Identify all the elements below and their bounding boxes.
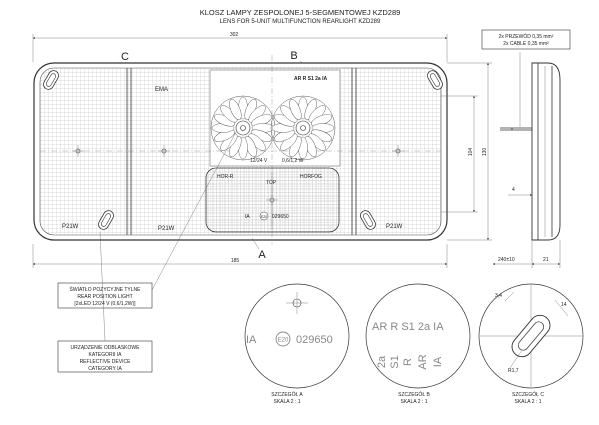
screw-marker-right (392, 145, 404, 157)
label-fog: HORFOG (300, 174, 322, 180)
detail-c: 3,4 14 R1,7 (478, 283, 584, 389)
detail-a-label-2: SKALA 2 : 1 (274, 399, 301, 405)
dim-lower-width: 185 (231, 258, 240, 264)
dim-wall: 4 (512, 187, 515, 193)
led-reflector-right (270, 95, 336, 161)
dim-overall-width: 302 (230, 32, 239, 38)
title-line-1: KLOSZ LAMPY ZESPOLONEJ 5-SEGMENTOWEJ KZD… (200, 8, 401, 17)
callout-reflector-line-1: URZĄDZENIE ODBLASKOWE (71, 345, 141, 351)
cable-note-line-2: 2x CABLE 0,35 mm² (503, 41, 549, 47)
screw-marker-bottom-center (266, 194, 278, 206)
detail-b-line-1: AR R S1 2a IA (372, 321, 444, 333)
cable-note-line-1: 2x PRZEWÓD 0,35 mm² (499, 33, 554, 40)
detail-b-col-5: IA (432, 356, 444, 367)
title-line-2: LENS FOR 5-UNIT MULTIFUNCTION REARLIGHT … (220, 19, 381, 25)
detail-a-ia: IA (246, 334, 257, 346)
label-top: TOP (266, 180, 277, 186)
section-letter-b: B (290, 50, 297, 62)
detail-a-e-mark: E20 (278, 338, 289, 344)
label-bulb-center: P21W (158, 226, 175, 232)
label-power: 0,6/1,2 W (282, 158, 304, 164)
detail-b-label-2: SKALA 2 : 1 (401, 399, 428, 405)
label-ia: IA (245, 214, 250, 220)
label-bulb-right: P21W (386, 224, 403, 230)
section-letter-a: A (258, 249, 266, 261)
label-marking-top: AR R S1 2a IA (294, 76, 327, 82)
detail-b-col-3: R (402, 358, 414, 366)
dim-cable-length: 240±10 (498, 257, 515, 263)
detail-c-dim-2: 14 (561, 302, 567, 308)
screw-marker-center-left (158, 145, 170, 157)
mount-slot-top-right (427, 70, 443, 90)
label-voltage: 12/24 V (250, 158, 268, 164)
detail-b-col-1: 2a (376, 355, 388, 368)
e-mark-circle (259, 211, 269, 221)
leader-a (251, 237, 260, 250)
detail-c-label-1: SZCZEGÓŁ C (512, 391, 544, 398)
mount-slot-bottom-right (360, 210, 376, 230)
label-ema: EMA (155, 87, 168, 93)
dim-height-inner: 104 (468, 148, 474, 157)
mount-slot-bottom-left (98, 210, 114, 230)
mount-slot-top-left (43, 70, 59, 90)
dim-height-outer: 130 (482, 148, 488, 157)
cable-note-box (481, 29, 571, 50)
dim-depth: 21 (543, 257, 549, 263)
callout-reflector-line-2: KATEGORII IA (89, 352, 123, 358)
side-view (500, 62, 561, 241)
detail-b-col-4: AR (417, 354, 429, 369)
section-letter-c: C (121, 51, 129, 63)
detail-a-number: 029650 (296, 334, 333, 346)
callout-reflector-line-4: CATEGORY IA (88, 366, 122, 372)
label-bulb-left: P21W (62, 224, 79, 230)
detail-c-label-2: SKALA 2 : 1 (515, 399, 542, 405)
leader-position-light (151, 131, 237, 291)
detail-b-label-1: SZCZEGÓŁ B (398, 391, 430, 398)
screw-marker-left (72, 145, 84, 157)
callout-position-light-line-1: ŚWIATŁO POZYCYJNE TYLNE (70, 285, 142, 293)
label-reverse: HOR-R (217, 174, 234, 180)
detail-a: IA E20 029650 (244, 283, 350, 389)
detail-b-col-2: S1 (389, 355, 401, 368)
callout-reflector-line-3: REFLECTIVE DEVICE (80, 359, 132, 365)
leader-reflector (99, 231, 106, 342)
callout-position-light-line-2: REAR POSITION LIGHT (77, 294, 132, 300)
detail-b: AR R S1 2a IA 2a S1 R AR IA (365, 283, 471, 389)
detail-c-dim-3: R1,7 (508, 368, 519, 374)
detail-c-dim-1: 3,4 (495, 293, 502, 299)
detail-a-label-1: SZCZEGÓŁ A (271, 391, 303, 398)
label-e-mark: E20 (261, 215, 267, 219)
callout-position-light-box (57, 282, 153, 309)
label-approval: 029650 (272, 214, 289, 220)
callout-position-light-line-3: [2xLED 12/24 V (0,6/1,2W)] (74, 301, 136, 307)
led-reflector-left (210, 95, 276, 161)
